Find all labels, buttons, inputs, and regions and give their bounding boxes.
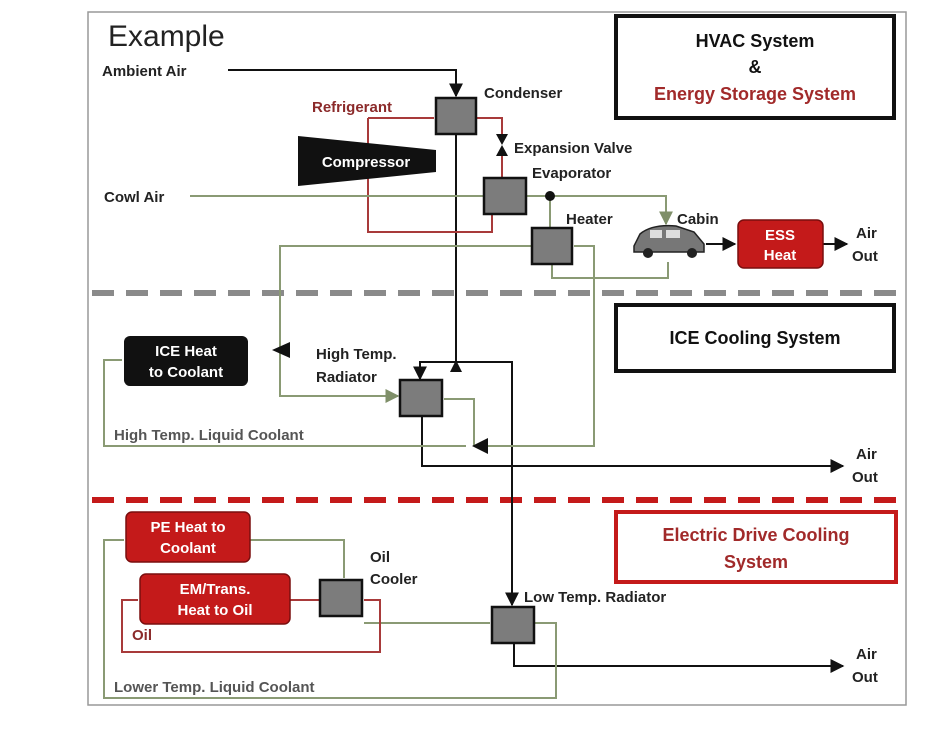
expansion-valve-label: Expansion Valve <box>514 140 632 157</box>
coolant-lines <box>103 195 673 699</box>
outer-frame <box>87 11 907 706</box>
lt-coolant-label: Lower Temp. Liquid Coolant <box>114 679 315 696</box>
cowl-air-label: Cowl Air <box>104 189 164 206</box>
air-out-3-label: Air <box>856 646 877 663</box>
ess-heat-label-1: ESS <box>765 227 795 244</box>
oil-cooler-label-1: Oil <box>370 549 390 566</box>
ice-system-title: ICE Cooling System <box>669 328 840 348</box>
ice-system-box: ICE Cooling System <box>614 303 896 373</box>
lt-radiator-block <box>490 605 536 645</box>
refrigerant-label: Refrigerant <box>312 99 392 116</box>
evaporator-block <box>482 176 528 216</box>
condenser-block <box>434 96 478 136</box>
air-flow-lines <box>228 69 849 673</box>
hvac-system-box: HVAC System & Energy Storage System <box>614 14 896 120</box>
hvac-system-title: HVAC System <box>696 31 815 51</box>
pe-heat-label-1: PE Heat to <box>150 519 225 536</box>
ht-coolant-label: High Temp. Liquid Coolant <box>114 427 304 444</box>
em-trans-box <box>139 573 291 625</box>
em-trans-label-2: Heat to Oil <box>177 602 252 619</box>
ht-radiator-block <box>398 378 444 418</box>
ht-radiator-label-2: Radiator <box>316 369 377 386</box>
air-out-3-label-2: Out <box>852 669 878 686</box>
air-out-2-label: Air <box>856 446 877 463</box>
compressor-label: Compressor <box>322 154 411 171</box>
ice-heat-label-2: to Coolant <box>149 364 223 381</box>
ess-heat-label-2: Heat <box>764 247 797 264</box>
edrive-system-title: Electric Drive Cooling <box>662 525 849 545</box>
cabin-label: Cabin <box>677 211 719 228</box>
oil-loop <box>121 599 381 653</box>
condenser-label: Condenser <box>484 85 563 102</box>
junction-dot <box>545 191 555 201</box>
diagram-title: Example <box>108 20 225 53</box>
ambient-air-label: Ambient Air <box>102 63 187 80</box>
ht-coolant-arrow <box>272 342 290 358</box>
ht-return-arrow <box>472 438 488 454</box>
energy-storage-title: Energy Storage System <box>654 84 856 104</box>
hvac-ampersand: & <box>749 57 762 77</box>
expansion-valve-icon <box>496 134 508 156</box>
ess-heat-box <box>737 219 824 269</box>
oil-cooler-block <box>318 578 364 618</box>
heater-block <box>530 226 574 266</box>
oil-label: Oil <box>132 627 152 644</box>
edrive-system-title-2: System <box>724 552 788 572</box>
em-trans-label-1: EM/Trans. <box>180 581 251 598</box>
air-out-2-label-2: Out <box>852 469 878 486</box>
lt-radiator-label: Low Temp. Radiator <box>524 589 666 606</box>
air-out-1-label-2: Out <box>852 248 878 265</box>
compressor-shape <box>298 136 436 186</box>
pe-heat-box <box>125 511 251 563</box>
ice-heat-label-1: ICE Heat <box>155 343 217 360</box>
oil-cooler-label-2: Cooler <box>370 571 418 588</box>
air-split-arrow <box>450 360 462 372</box>
pe-heat-label-2: Coolant <box>160 540 216 557</box>
edrive-system-box: Electric Drive Cooling System <box>614 510 898 584</box>
heater-label: Heater <box>566 211 613 228</box>
ice-heat-box <box>124 336 248 386</box>
car-icon <box>633 224 705 258</box>
evaporator-label: Evaporator <box>532 165 611 182</box>
air-out-1-label: Air <box>856 225 877 242</box>
ht-radiator-label-1: High Temp. <box>316 346 397 363</box>
